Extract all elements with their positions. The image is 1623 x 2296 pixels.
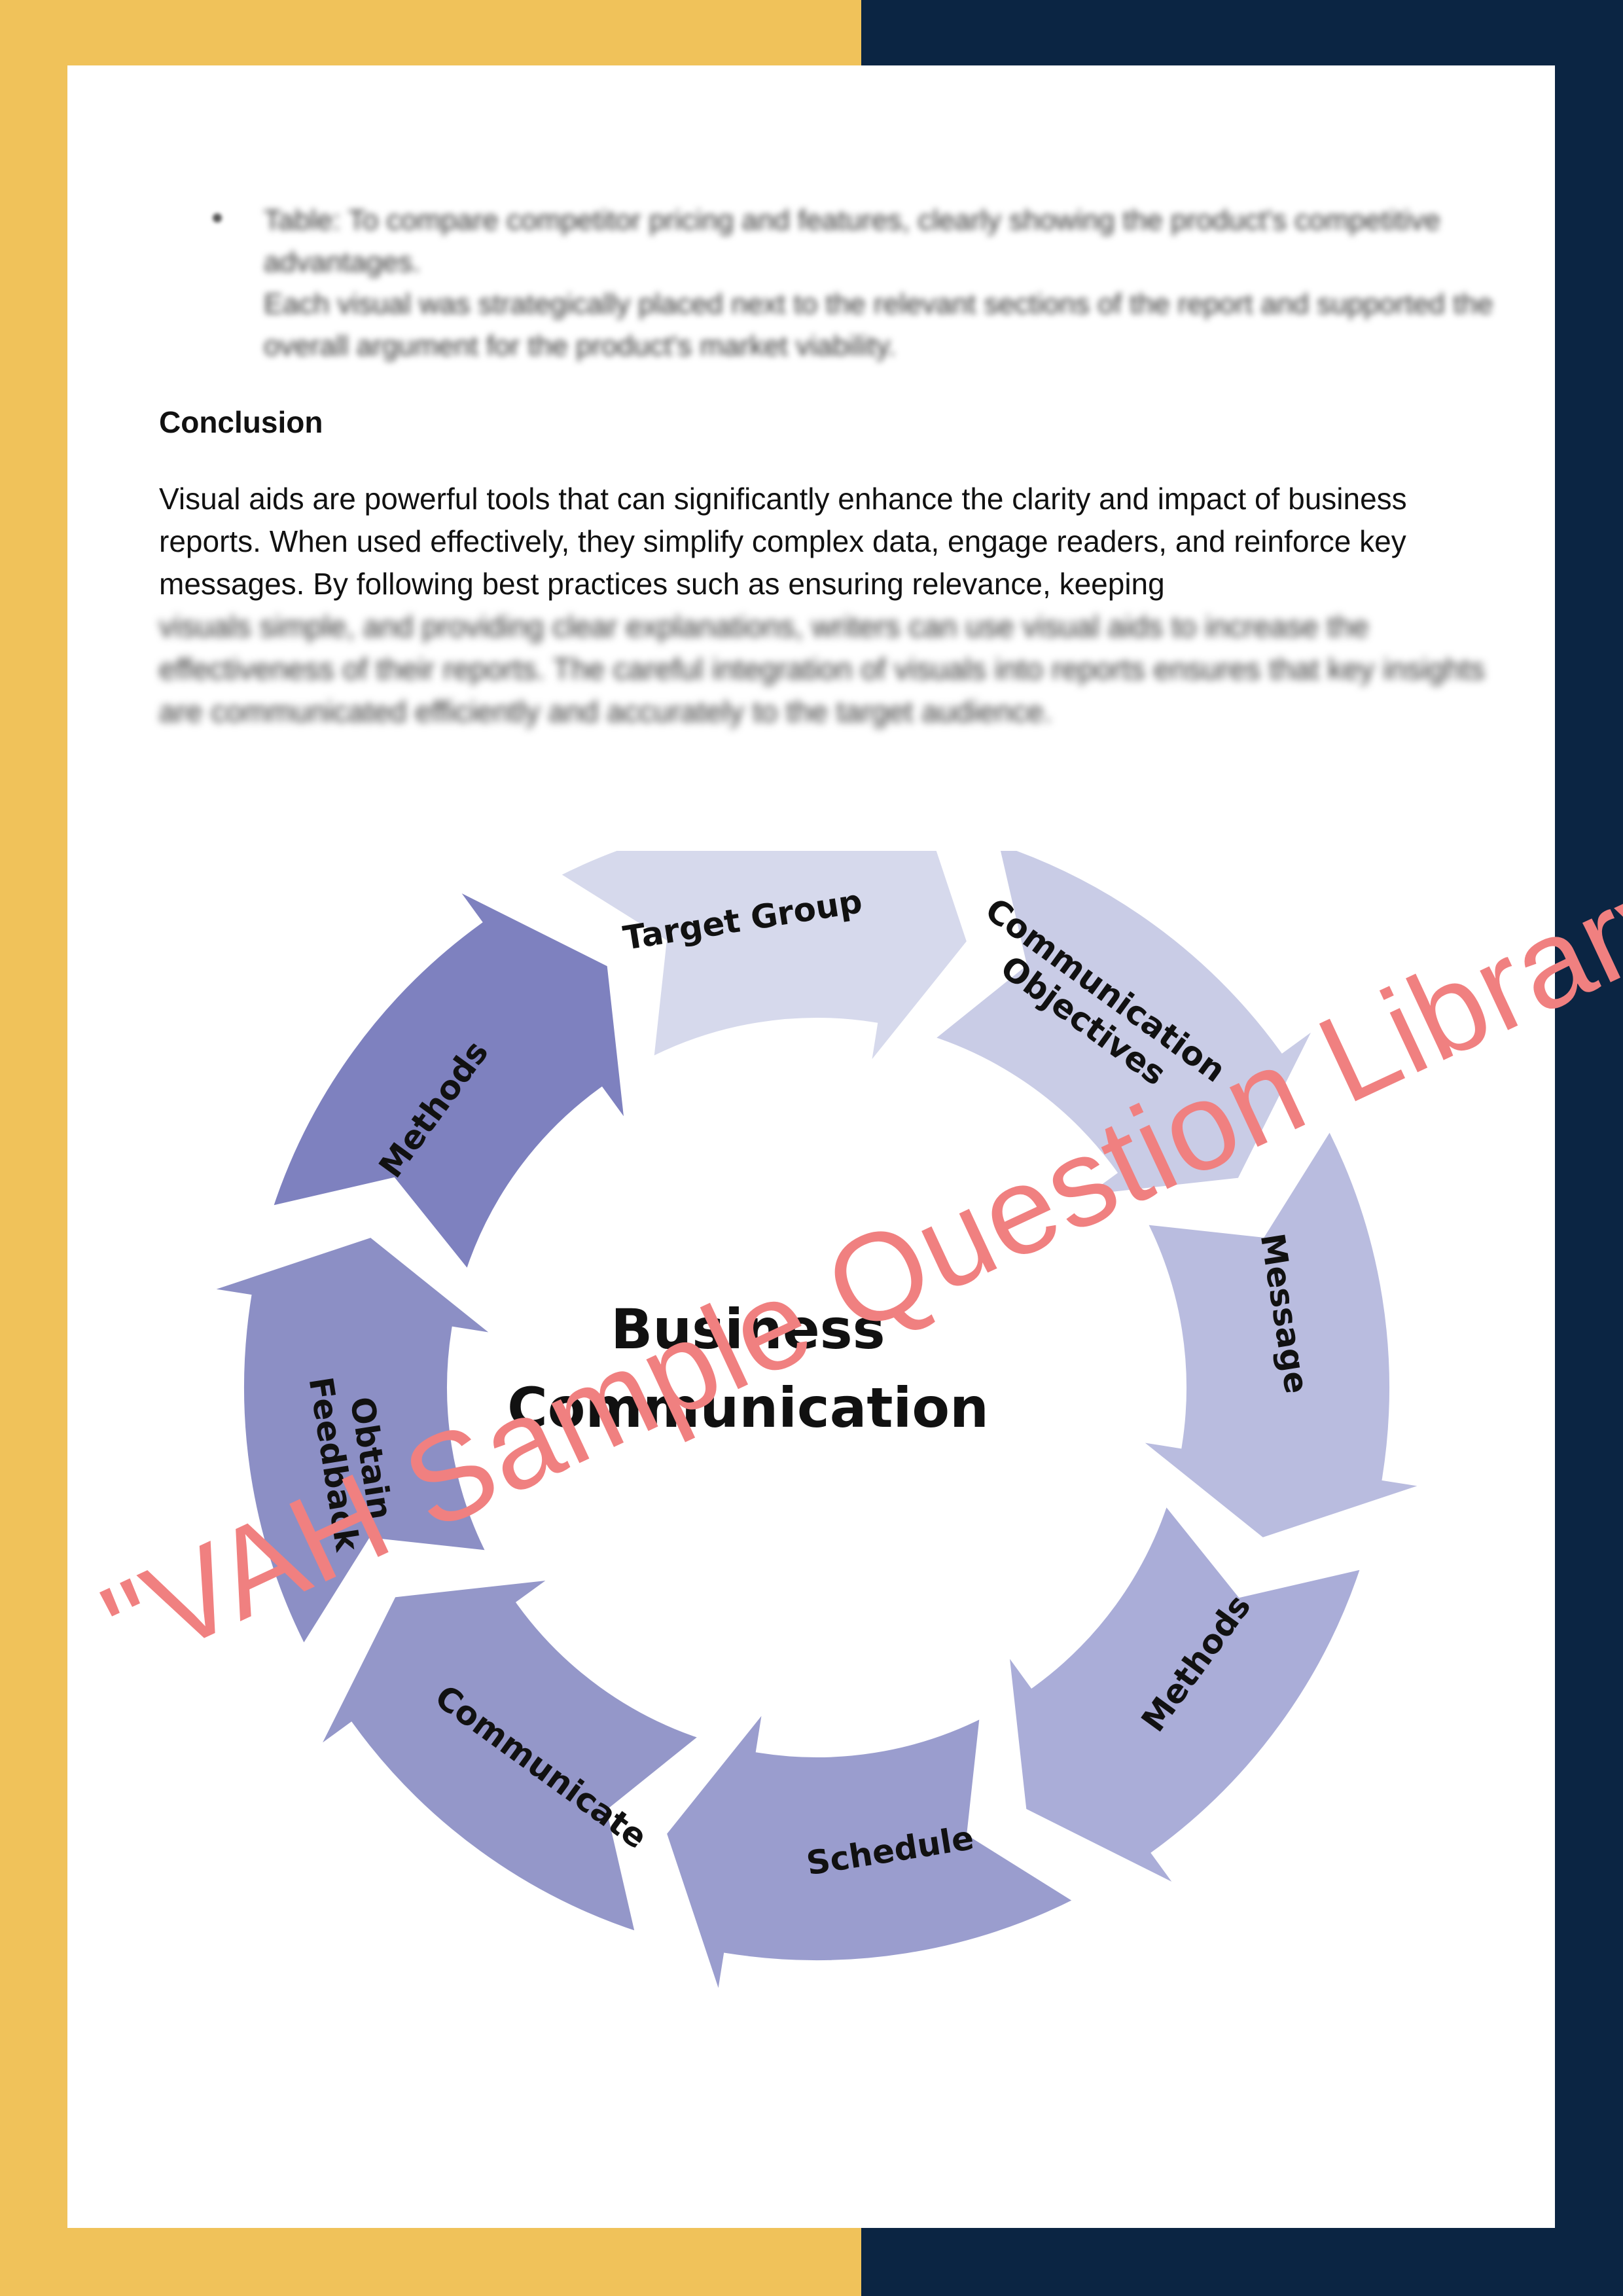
cycle-arrow-3 — [1122, 1119, 1432, 1545]
bullet-item: Table: To compare competitor pricing and… — [264, 200, 1507, 367]
document-page: Table: To compare competitor pricing and… — [67, 65, 1555, 2228]
bullet-text: Table: To compare competitor pricing and… — [264, 204, 1440, 278]
paragraph-visible: Visual aids are powerful tools that can … — [159, 482, 1407, 601]
cycle-arrows — [202, 851, 1432, 2003]
conclusion-paragraph: Visual aids are powerful tools that can … — [159, 478, 1507, 733]
cycle-arrow-1 — [548, 851, 974, 1083]
cycle-arrow-5 — [659, 1693, 1085, 2003]
center-title-line2: Communication — [507, 1376, 989, 1440]
paragraph-blurred: visuals simple, and providing clear expl… — [159, 609, 1485, 728]
cycle-label-7: ObtainFeedback — [302, 1369, 404, 1555]
cycle-arrow-4 — [1000, 1494, 1370, 1894]
bullet-dot-icon — [213, 213, 222, 223]
cycle-arrow-6 — [310, 1571, 711, 1941]
bullet-follow-text: Each visual was strategically placed nex… — [264, 288, 1493, 362]
section-heading: Conclusion — [159, 405, 323, 439]
center-title-line1: Business — [611, 1297, 885, 1361]
cycle-arrow-2 — [923, 851, 1323, 1204]
cycle-arrow-8 — [264, 881, 633, 1282]
cycle-arrow-7 — [202, 1230, 512, 1656]
